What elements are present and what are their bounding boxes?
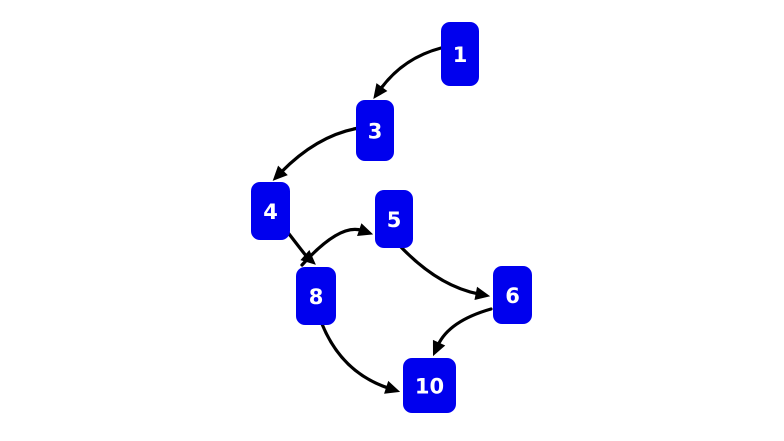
node-label: 8 [309, 285, 324, 309]
nodes-layer: 1 3 4 5 8 6 10 [251, 22, 532, 413]
node-label: 1 [453, 43, 468, 67]
edge-line [398, 244, 481, 296]
edge-line [436, 307, 493, 347]
edge-arrowhead-icon [384, 380, 401, 394]
graph-edge-6-to-10[interactable] [432, 307, 493, 357]
node-label: 5 [387, 208, 402, 232]
graph-edge-1-to-3[interactable] [373, 46, 443, 99]
node-shape [356, 100, 394, 161]
edge-arrowhead-icon [272, 165, 288, 181]
edge-arrowhead-icon [432, 339, 446, 357]
edge-line [320, 322, 391, 390]
graph-node-8[interactable]: 8 [296, 267, 336, 325]
graph-edge-8-to-5[interactable] [300, 223, 374, 267]
graph-node-4[interactable]: 4 [251, 182, 290, 240]
graph-node-10[interactable]: 10 [403, 358, 456, 413]
graph-edge-4-to-8[interactable] [284, 228, 316, 265]
graph-node-3[interactable]: 3 [356, 100, 394, 161]
edge-arrowhead-icon [474, 286, 491, 301]
node-shape [375, 190, 413, 248]
graph-node-6[interactable]: 6 [493, 266, 532, 324]
edge-line [300, 227, 364, 267]
graph-node-5[interactable]: 5 [375, 190, 413, 248]
node-label: 3 [368, 120, 383, 144]
edge-arrowhead-icon [357, 223, 374, 237]
node-label: 10 [415, 375, 444, 399]
node-shape [251, 182, 290, 240]
node-shape [403, 358, 456, 413]
edge-line [279, 126, 358, 174]
node-label: 4 [263, 200, 278, 224]
graph-node-1[interactable]: 1 [441, 22, 479, 86]
node-label: 6 [505, 284, 520, 308]
graph-edge-5-to-6[interactable] [398, 244, 491, 301]
graph-edge-3-to-4[interactable] [272, 126, 358, 181]
node-shape [296, 267, 336, 325]
edge-line [378, 46, 443, 91]
graph-edge-8-to-10[interactable] [320, 322, 401, 394]
node-shape [493, 266, 532, 324]
edge-arrowhead-icon [373, 83, 388, 99]
node-shape [441, 22, 479, 86]
edges-layer [272, 46, 493, 394]
